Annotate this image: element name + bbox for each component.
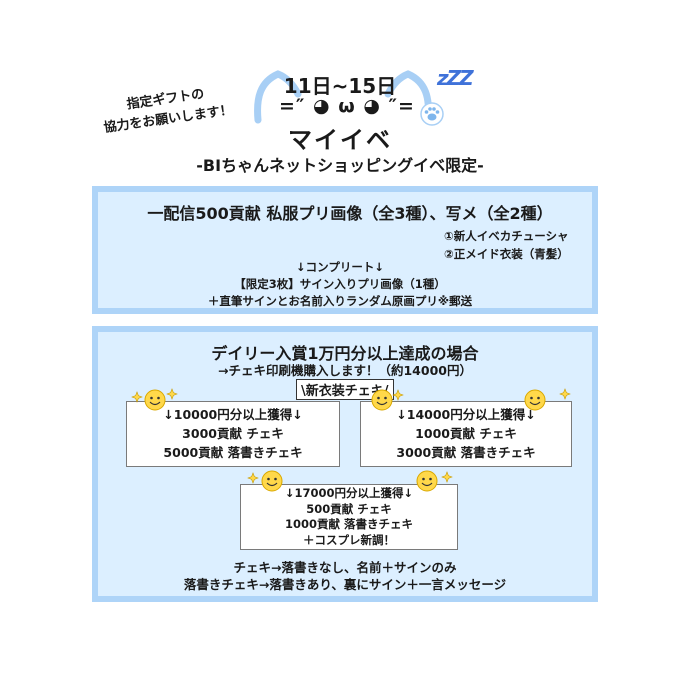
section1-item2: ②正メイド衣装（青髪）: [444, 247, 569, 261]
section2-heading: デイリー入賞1万円分以上達成の場合: [211, 344, 479, 363]
sparkle-icon: [559, 388, 571, 400]
event-title: マイイベ: [288, 126, 392, 154]
paw-icon: [420, 102, 444, 126]
tier3-line1: ↓17000円分以上獲得↓: [284, 486, 414, 500]
event-dates: 11日~15日: [283, 74, 397, 98]
smiley-icon: [371, 389, 393, 411]
tier2-line2: 1000貢献 チェキ: [415, 426, 517, 441]
smiley-icon: [144, 389, 166, 411]
section2-subheading: →チェキ印刷機購入します！（約14000円）: [218, 363, 472, 378]
section1-reward1: 【限定3枚】サイン入りプリ画像（1種）: [234, 277, 446, 291]
tier1-line1: ↓10000円分以上獲得↓: [163, 407, 303, 422]
tier2-line1: ↓14000円分以上獲得↓: [396, 407, 536, 422]
new-costume-badge: \新衣装チェキ/: [296, 379, 394, 400]
section2-note2: 落書きチェキ→落書きあり、裏にサイン＋一言メッセージ: [183, 577, 507, 592]
section1-complete: ↓コンプリート↓: [296, 260, 384, 274]
section1-item1: ①新人イベカチューシャ: [444, 229, 569, 243]
tier3-line3: 1000貢献 落書きチェキ: [284, 517, 413, 531]
smiley-icon: [416, 470, 438, 492]
sparkle-icon: [441, 471, 453, 483]
cat-face: =″ ◕ ω ◕ ″=: [279, 95, 415, 117]
tier2-line3: 3000貢献 落書きチェキ: [396, 445, 536, 460]
tier1-text: ↓10000円分以上獲得↓ 3000貢献 チェキ 5000貢献 落書きチェキ: [126, 405, 340, 462]
sparkle-icon: [392, 389, 404, 401]
smiley-icon: [524, 389, 546, 411]
tier3-line4: ＋コスプレ新調！: [303, 532, 395, 547]
section1-reward2: ＋直筆サインとお名前入りランダム原画プリ※郵送: [207, 294, 473, 308]
section1-heading: 一配信500貢献 私服プリ画像（全3種）、写メ（全2種）: [147, 204, 553, 223]
tier1-line2: 3000貢献 チェキ: [182, 426, 284, 441]
sparkle-icon: [247, 472, 259, 484]
section-prize-images: [92, 186, 598, 314]
sparkle-icon: [131, 391, 143, 403]
tier2-text: ↓14000円分以上獲得↓ 1000貢献 チェキ 3000貢献 落書きチェキ: [360, 405, 572, 462]
tier3-text: ↓17000円分以上獲得↓ 500貢献 チェキ 1000貢献 落書きチェキ ＋コ…: [240, 486, 458, 548]
tier2-card: [360, 401, 572, 467]
section2-note1: チェキ→落書きなし、名前＋サインのみ: [233, 560, 457, 575]
sparkle-icon: [166, 388, 178, 400]
tier1-line3: 5000貢献 落書きチェキ: [163, 445, 303, 460]
smiley-icon: [261, 470, 283, 492]
tier3-line2: 500貢献 チェキ: [306, 501, 392, 516]
tier3-card: [240, 484, 458, 550]
tier1-card: [126, 401, 340, 467]
sleep-zzz: zZZ: [437, 66, 474, 90]
cat-ears-icon: [254, 70, 432, 124]
event-subtitle: -BIちゃんネットショッピングイベ限定-: [196, 156, 484, 175]
